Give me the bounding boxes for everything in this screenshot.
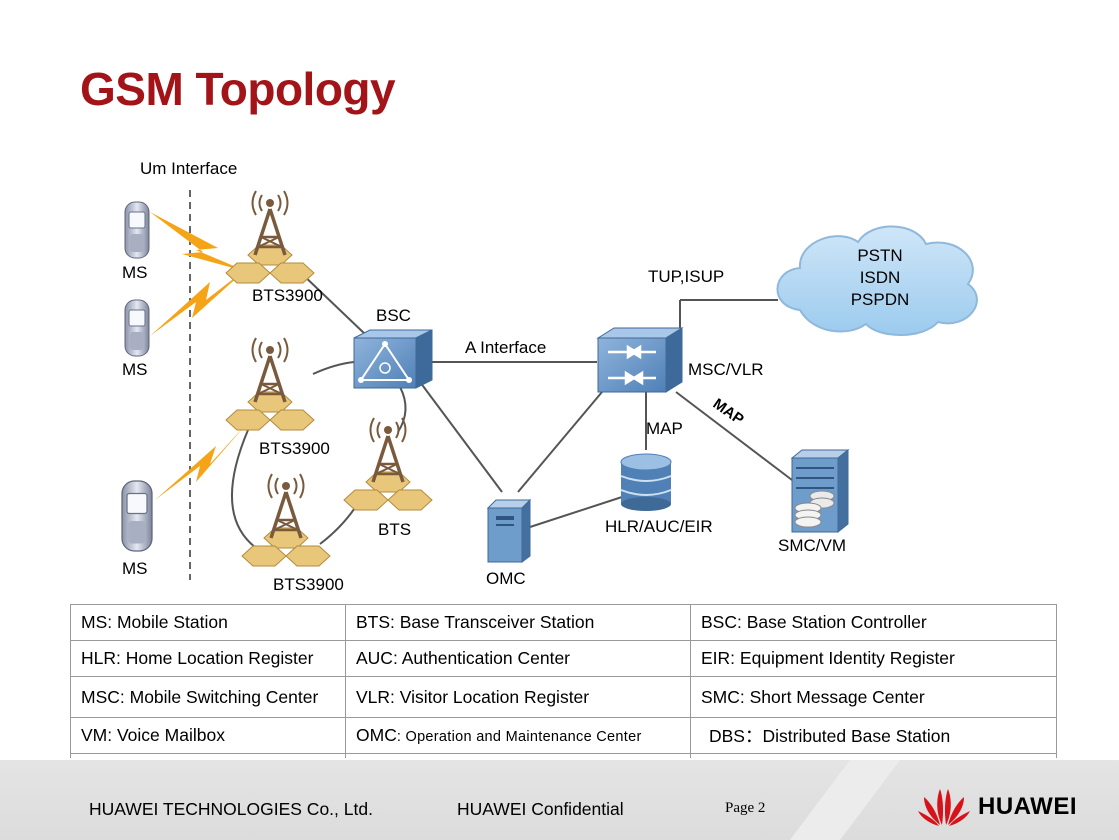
topology-diagram: MAP (121, 189, 978, 580)
map-label: MAP (646, 419, 683, 438)
bsc-label: BSC (376, 306, 411, 325)
bts3900-label: BTS3900 (273, 575, 344, 594)
table-row: MSC: Mobile Switching Center VLR: Visito… (70, 676, 1057, 718)
footer-bar (0, 760, 1119, 840)
table-cell: AUC: Authentication Center (345, 640, 691, 677)
msc-vlr-label: MSC/VLR (688, 360, 764, 379)
cloud-label-pstn: PSTN (857, 246, 903, 265)
a-interface-label: A Interface (465, 338, 547, 357)
table-cell: VM: Voice Mailbox (70, 717, 346, 754)
smc-vm-label: SMC/VM (778, 536, 846, 555)
table-row: HLR: Home Location Register AUC: Authent… (70, 640, 1057, 677)
um-interface-label: Um Interface (140, 159, 238, 178)
smc-vm-server-icon (790, 448, 850, 534)
table-cell (70, 753, 346, 758)
table-cell: HLR: Home Location Register (70, 640, 346, 677)
msc-vlr-icon (596, 327, 684, 393)
table-row (70, 753, 1057, 758)
table-row: MS: Mobile Station BTS: Base Transceiver… (70, 604, 1057, 641)
bts3900-icon (241, 472, 331, 567)
table-cell (690, 753, 1057, 758)
map-diagonal-label: MAP (710, 395, 747, 428)
table-cell: BTS: Base Transceiver Station (345, 604, 691, 641)
bts-label: BTS (378, 520, 412, 539)
table-cell: VLR: Visitor Location Register (345, 676, 691, 718)
ms-label: MS (122, 559, 148, 578)
bts3900-icon (225, 189, 315, 284)
ms-phone-icon (124, 201, 150, 259)
ms-phone-icon (124, 299, 150, 357)
cloud-label-pspdn: PSPDN (850, 290, 910, 309)
bts3900-label: BTS3900 (252, 286, 323, 305)
ms-phone-icon (121, 480, 153, 552)
cloud-labels: PSTN ISDN PSPDN (830, 245, 930, 311)
pstn-cloud-icon (776, 225, 978, 336)
abbreviation-table: MS: Mobile Station BTS: Base Transceiver… (70, 604, 1057, 758)
footer-brand: HUAWEI (978, 793, 1077, 820)
table-cell: MSC: Mobile Switching Center (70, 676, 346, 718)
tup-isup-label: TUP,ISUP (648, 267, 725, 286)
omc-abbrev: OMC (356, 725, 397, 745)
cloud-label-isdn: ISDN (859, 268, 901, 287)
table-cell: SMC: Short Message Center (690, 676, 1057, 718)
footer-page-number: Page 2 (725, 800, 766, 816)
bts-icon (343, 416, 433, 511)
ms-label: MS (122, 360, 148, 379)
table-cell: DBS：Distributed Base Station (690, 717, 1057, 754)
hlr-database-icon (620, 453, 672, 511)
omc-description: : Operation and Maintenance Center (396, 729, 642, 745)
hlr-auc-eir-label: HLR/AUC/EIR (605, 517, 713, 536)
ms-label: MS (122, 263, 148, 282)
lightning-icon (150, 212, 250, 500)
table-cell: BSC: Base Station Controller (690, 604, 1057, 641)
huawei-logo-icon (918, 789, 970, 826)
bsc-icon (353, 329, 433, 389)
table-row: VM: Voice Mailbox OMC: Operation and Mai… (70, 717, 1057, 754)
footer-confidential: HUAWEI Confidential (457, 799, 624, 819)
footer-company: HUAWEI TECHNOLOGIES Co., Ltd. (89, 799, 373, 819)
bts3900-label: BTS3900 (259, 439, 330, 458)
omc-server-icon (486, 498, 532, 563)
omc-label: OMC (486, 569, 526, 588)
connection-lines (231, 271, 793, 553)
bts3900-icon (225, 336, 315, 431)
page-title: GSM Topology (80, 63, 396, 115)
footer-decoration (790, 760, 900, 840)
table-cell (345, 753, 691, 758)
table-cell: EIR: Equipment Identity Register (690, 640, 1057, 677)
table-cell: OMC: Operation and Maintenance Center (345, 717, 691, 754)
table-cell: MS: Mobile Station (70, 604, 346, 641)
